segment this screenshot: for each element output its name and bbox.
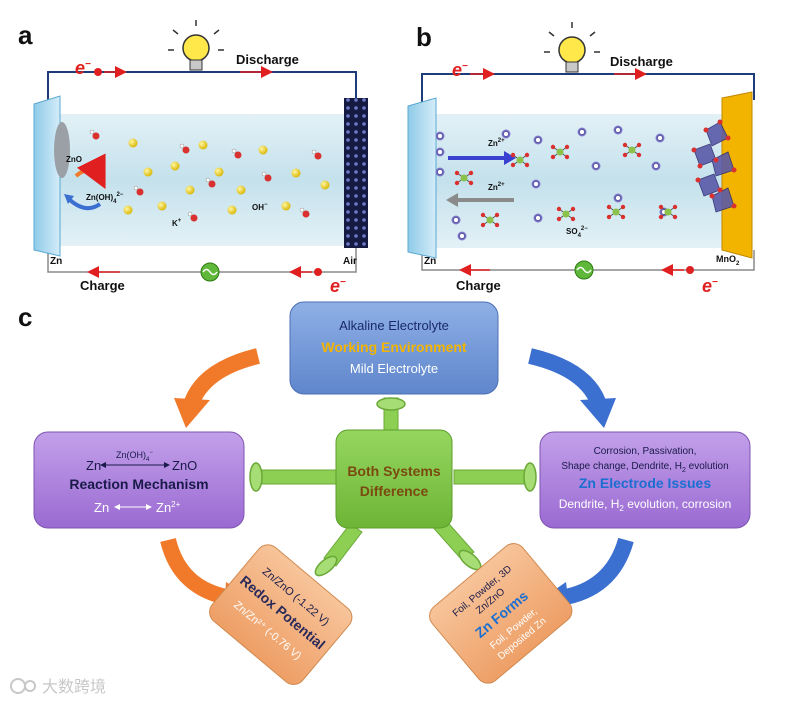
panel-a-power-source-icon	[200, 262, 220, 282]
panel-b-mno2-structure	[693, 121, 735, 213]
left-box-reaction-top-mid: Zn(OH)4−	[116, 450, 153, 463]
panel-a-charge-label: Charge	[80, 278, 125, 293]
panel-a-electron-dot-bottom	[314, 268, 322, 276]
panel-a-zincate-label: Zn(OH)42−	[86, 192, 124, 205]
left-box-reaction-top-arrow-head-left	[100, 462, 106, 468]
panel-a: e− Discharge Charge e− Zn Air ZnO Zn(OH)…	[33, 20, 368, 296]
panel-b-charge-label: Charge	[456, 278, 501, 293]
left-box-reaction-top-right: ZnO	[172, 458, 197, 473]
bottom-right-box: Foil, Powder, 3D Zn/ZnO Zn Forms Foil, P…	[429, 543, 573, 684]
left-box-reaction-bottom-right: Zn2+	[156, 500, 181, 515]
left-box-reaction-bottom-left: Zn	[94, 500, 109, 515]
center-box-line2: Difference	[360, 483, 429, 499]
panel-b-zn-arrow-charge-head	[446, 193, 458, 207]
right-box	[539, 431, 751, 529]
panel-b-zn-ions	[435, 125, 669, 241]
panel-b-letter: b	[416, 22, 432, 52]
panel-b-mno2-electrode	[721, 91, 753, 259]
panel-a-electron-bottom: e−	[330, 276, 346, 296]
panel-b-lightbulb-icon	[544, 22, 600, 73]
left-box-title: Reaction Mechanism	[69, 476, 208, 492]
panel-b-anode-label: Zn	[424, 256, 436, 267]
left-box-reaction-bottom-arrow-head-left	[114, 504, 120, 510]
watermark: 大数跨境	[10, 677, 106, 696]
panel-b-zn-arrow-discharge-head	[504, 151, 516, 165]
panel-a-lightbulb-icon	[168, 20, 224, 71]
panel-a-oh-ions	[89, 129, 322, 222]
panel-b-electron-bottom: e−	[702, 276, 718, 296]
panel-a-electron-top: e−	[75, 58, 91, 78]
panel-a-letter: a	[18, 20, 33, 50]
panel-b-wire-top	[421, 73, 755, 104]
center-box-line1: Both Systems	[347, 463, 441, 479]
panel-a-arrow-orange	[74, 153, 106, 190]
panel-a-k-label: K+	[172, 218, 182, 228]
panel-b-electron-top: e−	[452, 60, 468, 80]
panel-a-zn-electrode	[33, 95, 61, 257]
panel-b-mno2-oxygen	[691, 119, 737, 209]
panel-b-electrolyte	[430, 114, 730, 248]
left-box-reaction-top-arrow-head-right	[164, 462, 170, 468]
left-box	[33, 431, 245, 529]
panel-a-oh-label: OH−	[252, 202, 268, 212]
right-box-line1: Corrosion, Passivation,	[594, 446, 697, 457]
top-box-line2: Working Environment	[321, 339, 467, 355]
right-box-line3: Dendrite, H2 evolution, corrosion	[559, 497, 732, 513]
right-box-title: Zn Electrode Issues	[579, 475, 711, 491]
center-connector-caps	[249, 397, 537, 577]
watermark-text: 大数跨境	[42, 677, 106, 696]
panel-a-zno-label: ZnO	[66, 155, 82, 164]
panel-a-anode-label: Zn	[50, 256, 62, 267]
panel-b-zn-ion-top-label: Zn2+	[488, 138, 505, 148]
panel-b-so4-label: SO42−	[566, 226, 588, 239]
panel-a-air-electrode	[344, 98, 368, 248]
panel-b-discharge-label: Discharge	[610, 54, 673, 69]
panel-b-zn-ion-bottom-label: Zn2+	[488, 182, 505, 192]
panel-a-zno-deposit	[54, 122, 70, 178]
arrow-top-to-left-head	[174, 398, 210, 428]
right-box-line2: Shape change, Dendrite, H2 evolution	[561, 461, 728, 474]
panel-b-so4-ions	[454, 142, 678, 228]
panel-b: e− Discharge Charge e− Zn MnO2 Zn2+ Zn2+…	[407, 22, 755, 296]
panel-b-zn-electrode	[407, 97, 437, 259]
top-box-line1: Alkaline Electrolyte	[339, 318, 449, 333]
panel-a-electron-dot-top	[94, 68, 102, 76]
panel-a-k-ions	[123, 138, 330, 215]
panel-a-arrow-blue	[68, 198, 102, 211]
panel-a-wire-top	[47, 71, 357, 102]
left-box-reaction-top-left: Zn	[86, 458, 101, 473]
panel-a-arrow-blue-head	[64, 194, 74, 204]
arrow-right-to-bottom	[558, 537, 634, 606]
panel-a-discharge-label: Discharge	[236, 52, 299, 67]
panel-b-electron-dot-bottom	[686, 266, 694, 274]
panel-b-power-source-icon	[574, 260, 594, 280]
panel-c-letter: c	[18, 302, 32, 332]
top-box	[289, 301, 499, 395]
arrow-top-to-right-head	[580, 398, 616, 428]
panel-a-cathode-label: Air	[343, 256, 357, 267]
left-box-reaction-bottom-arrow-head-right	[146, 504, 152, 510]
top-box-line3: Mild Electrolyte	[350, 361, 438, 376]
center-box	[335, 429, 453, 529]
panel-b-cathode-label: MnO2	[716, 254, 740, 267]
arrow-left-to-bottom	[160, 537, 234, 606]
